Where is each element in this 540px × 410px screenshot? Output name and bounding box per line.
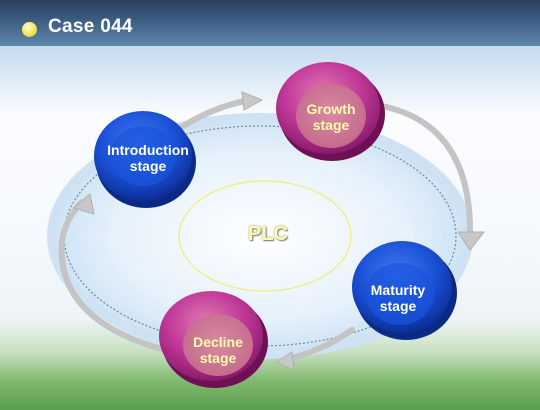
center-ellipse bbox=[178, 180, 352, 292]
slide-title: Case 044 bbox=[48, 16, 133, 37]
growth-stage-label: Growth stage bbox=[306, 101, 356, 133]
maturity-disc bbox=[352, 241, 457, 340]
arrowhead-intro-icon bbox=[72, 193, 95, 215]
arrowhead-maturity-icon bbox=[457, 231, 486, 251]
title-bar: Case 044 bbox=[0, 0, 540, 46]
plc-center-label: PLC bbox=[248, 223, 288, 245]
decline-stage-label: Decline stage bbox=[193, 334, 243, 366]
decline-disc bbox=[159, 291, 268, 388]
arrowhead-growth-icon bbox=[241, 91, 264, 111]
arrow-decline-to-intro bbox=[58, 199, 168, 353]
arrowhead-decline-icon bbox=[274, 351, 295, 371]
maturity-stage-label: Maturity stage bbox=[370, 282, 426, 314]
introduction-stage-label: Introduction stage bbox=[107, 142, 189, 174]
bullet-dot-icon bbox=[22, 22, 37, 37]
sky-background bbox=[0, 46, 540, 116]
introduction-disc bbox=[94, 111, 196, 208]
growth-disc bbox=[276, 62, 385, 161]
arrow-growth-to-maturity bbox=[379, 103, 474, 239]
